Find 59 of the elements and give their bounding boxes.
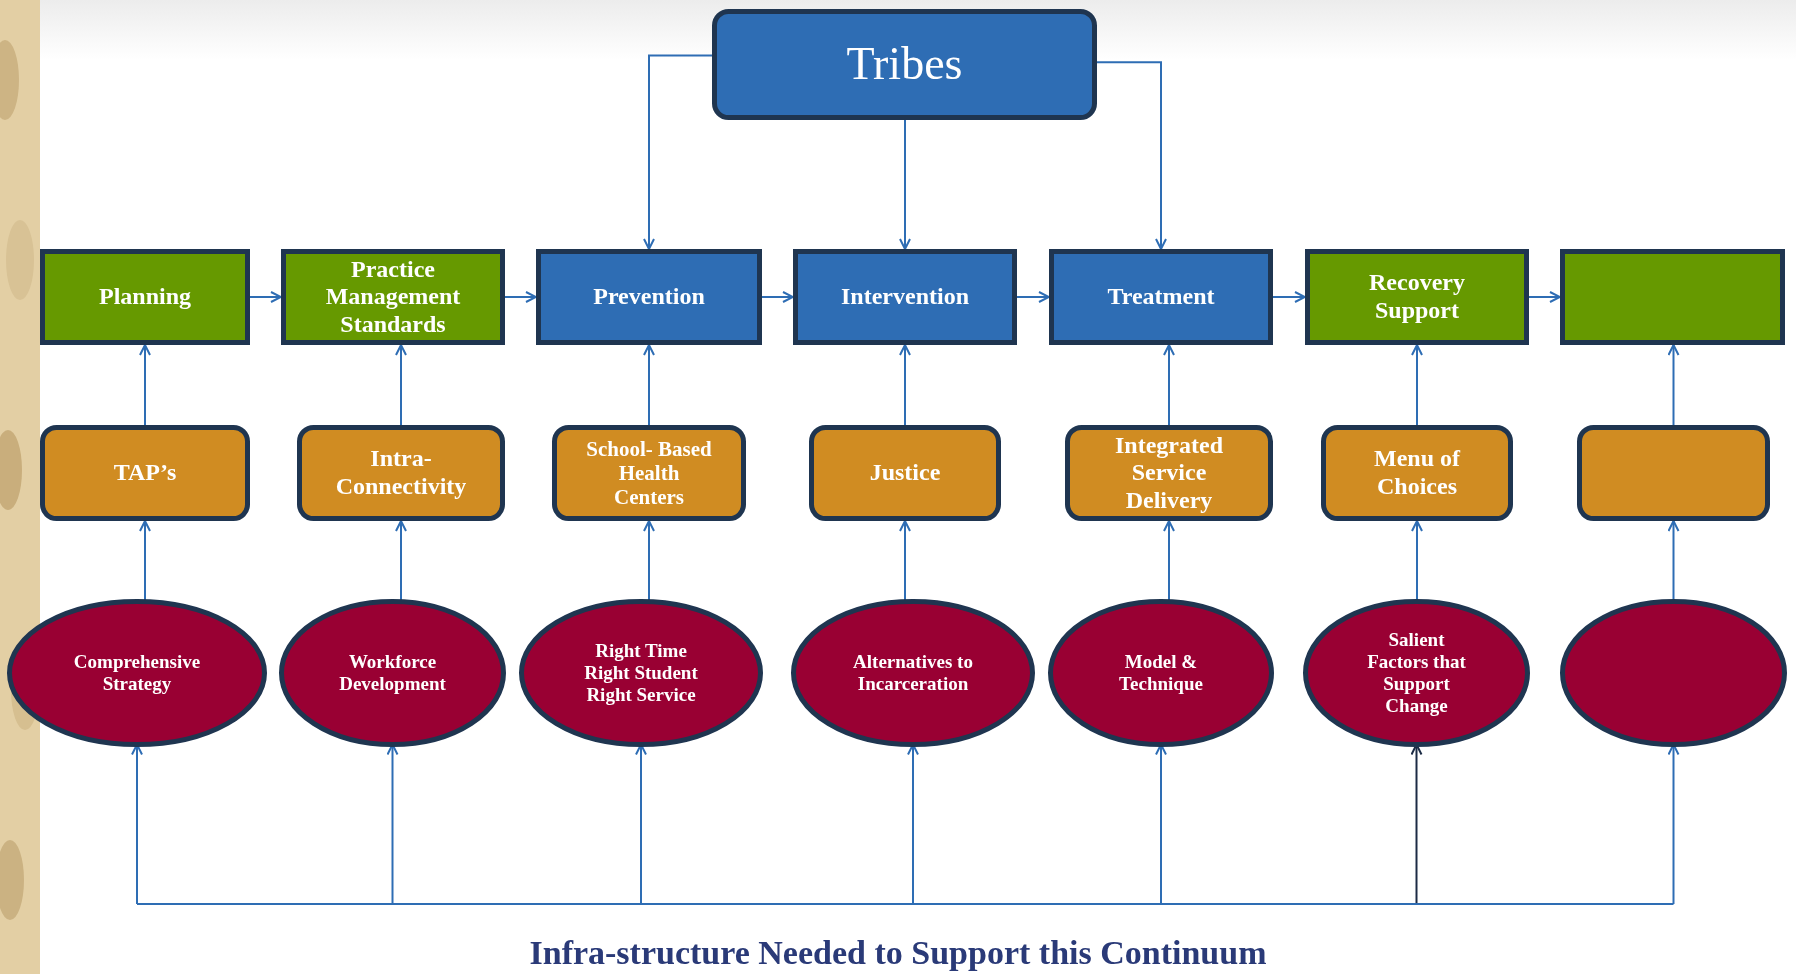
- arrow: [249, 291, 282, 303]
- arrow: [1163, 344, 1175, 426]
- arrow: [1096, 61, 1167, 250]
- arrow: [1272, 291, 1306, 303]
- node-label: Intervention: [841, 283, 969, 311]
- node-label: Comprehensive Strategy: [72, 651, 202, 695]
- empty-box: [1560, 249, 1785, 345]
- arrow: [395, 344, 407, 426]
- node-label: Intra- Connectivity: [334, 445, 468, 501]
- stage-box: [793, 249, 1017, 345]
- arrow: [899, 344, 911, 426]
- arrow: [643, 344, 655, 426]
- component-box: [40, 425, 250, 521]
- arrow: [1528, 291, 1561, 303]
- arrow: [643, 54, 713, 250]
- stage-box: [1049, 249, 1273, 345]
- component-box: [552, 425, 746, 521]
- node-label: Treatment: [1107, 283, 1215, 311]
- infrastructure-ellipse: [279, 599, 506, 747]
- infrastructure-ellipse: [1303, 599, 1530, 747]
- arrow: [504, 291, 537, 303]
- node-label: Alternatives to Incarceration: [853, 651, 973, 695]
- arrow: [139, 344, 151, 426]
- title-box: [712, 9, 1097, 120]
- component-box: [809, 425, 1001, 521]
- empty-box: [1577, 425, 1770, 521]
- node-label: Prevention: [593, 283, 705, 311]
- node-label: Planning: [98, 283, 191, 311]
- title-text: Tribes: [846, 38, 963, 91]
- node-label: Recovery Support: [1368, 269, 1466, 325]
- arrow: [1411, 344, 1423, 426]
- component-box: [1065, 425, 1273, 521]
- empty-ellipse: [1560, 599, 1787, 747]
- node-label: Workforce Development: [338, 651, 447, 695]
- infrastructure-ellipse: [519, 599, 763, 747]
- component-box: [1321, 425, 1513, 521]
- stage-box: [1305, 249, 1529, 345]
- stage-box: [536, 249, 762, 345]
- arrow: [761, 291, 794, 303]
- component-box: [297, 425, 505, 521]
- node-label: Right Time Right Student Right Service: [583, 640, 699, 706]
- node-label: Integrated Service Delivery: [1114, 431, 1224, 515]
- arrow: [1667, 344, 1680, 426]
- connector-line: [136, 903, 1675, 905]
- infrastructure-ellipse: [1048, 599, 1274, 747]
- caption: Infra-structure Needed to Support this Continuum: [529, 934, 1267, 971]
- arrow: [899, 119, 911, 250]
- node-label: TAP’s: [113, 459, 177, 487]
- node-label: School- Based Health Centers: [585, 436, 713, 510]
- stage-box: [281, 249, 505, 345]
- node-label: Menu of Choices: [1373, 445, 1462, 501]
- node-label: Practice Management Standards: [324, 255, 462, 339]
- node-label: Justice: [869, 459, 941, 487]
- stage-box: [40, 249, 250, 345]
- arrow: [1016, 291, 1050, 303]
- infrastructure-ellipse: [791, 599, 1035, 747]
- infrastructure-ellipse: [7, 599, 267, 747]
- node-label: Salient Factors that Support Change: [1366, 629, 1467, 717]
- node-label: Model & Technique: [1118, 651, 1204, 695]
